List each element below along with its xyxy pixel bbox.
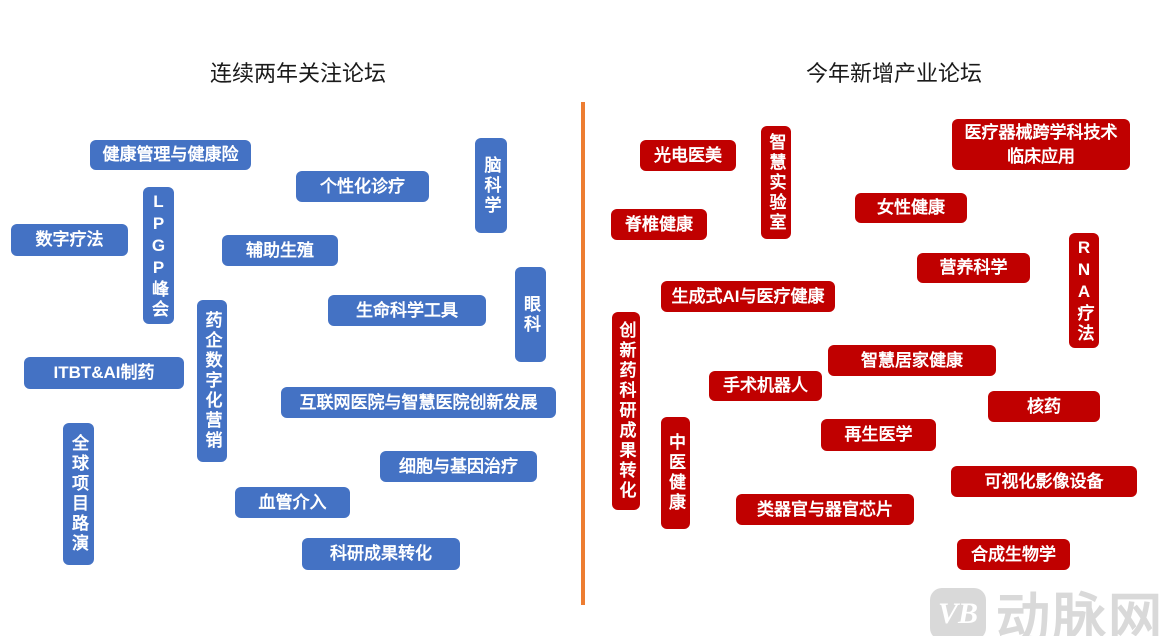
forum-tag: 个性化诊疗	[296, 171, 429, 202]
forum-tag: 脑科学	[475, 138, 507, 233]
watermark: VB 动脉网	[930, 574, 1164, 636]
forum-tag: 核药	[988, 391, 1100, 422]
forum-tag: 营养科学	[917, 253, 1030, 283]
forum-tag: 生成式AI与医疗健康	[661, 281, 835, 312]
forum-tag: 细胞与基因治疗	[380, 451, 537, 482]
forum-tag: 眼科	[515, 267, 546, 362]
forum-tag: 再生医学	[821, 419, 936, 451]
forum-tag: 数字疗法	[11, 224, 128, 256]
forum-tag: 生命科学工具	[328, 295, 486, 326]
forum-tag: 血管介入	[235, 487, 350, 518]
forum-tag: 科研成果转化	[302, 538, 460, 570]
forum-tag: 创新药科研成果转化	[612, 312, 640, 510]
forum-tag: 健康管理与健康险	[90, 140, 251, 170]
forum-tag: 智慧居家健康	[828, 345, 996, 376]
forum-tag: 脊椎健康	[611, 209, 707, 240]
forum-tag: 类器官与器官芯片	[736, 494, 914, 525]
forum-tag: 合成生物学	[957, 539, 1070, 570]
section-divider-line	[581, 102, 585, 605]
forum-tag: 智慧实验室	[761, 126, 791, 239]
forum-tag: 辅助生殖	[222, 235, 338, 266]
forum-tag: ITBT&AI制药	[24, 357, 184, 389]
forum-tag: LPGP峰会	[143, 187, 174, 324]
returning-forums-title: 连续两年关注论坛	[209, 61, 387, 86]
forum-tag: 女性健康	[855, 193, 967, 223]
forum-tag: 药企数字化营销	[197, 300, 227, 462]
vb-logo-icon: VB	[930, 587, 986, 636]
forum-tag: 医疗器械跨学科技术 临床应用	[952, 119, 1130, 170]
forum-tag: 光电医美	[640, 140, 736, 171]
forum-tag: 互联网医院与智慧医院创新发展	[281, 387, 556, 418]
forum-tag: 手术机器人	[709, 371, 822, 401]
watermark-brand-text: 动脉网	[996, 589, 1164, 636]
forum-tag: 中医健康	[661, 417, 690, 529]
forum-tag: 全球项目路演	[63, 423, 94, 565]
forum-tag: 可视化影像设备	[951, 466, 1137, 497]
forum-tag: RNA疗法	[1069, 233, 1099, 348]
vb-logo-letters: VB	[937, 596, 979, 630]
new-forums-title: 今年新增产业论坛	[805, 61, 983, 86]
